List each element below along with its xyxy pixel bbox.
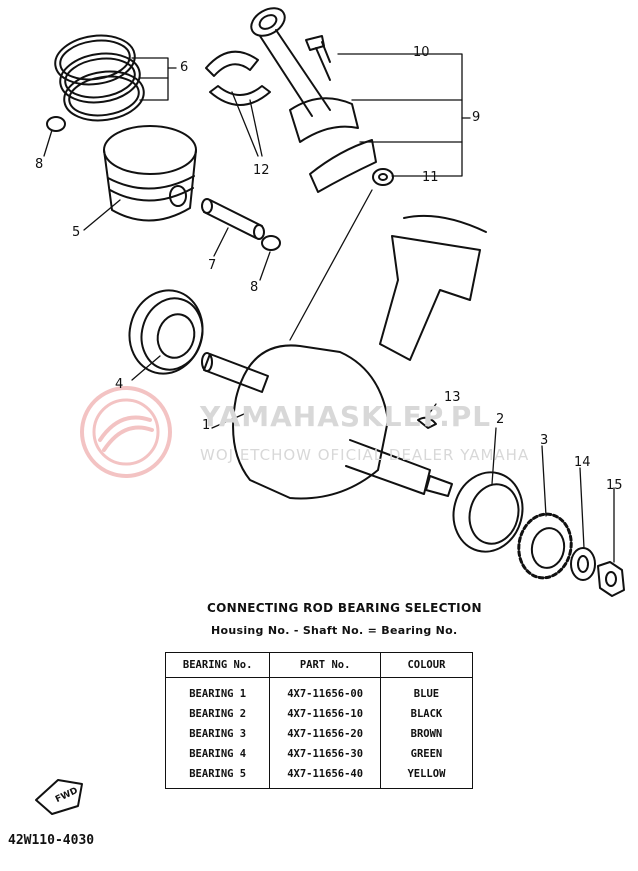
callout-8-lower: 8 — [250, 280, 259, 295]
crankshaft — [201, 214, 487, 500]
callout-1: 1 — [202, 418, 211, 433]
cell-part: 4X7-11656-20 — [269, 724, 381, 744]
rod-nut — [372, 168, 394, 186]
bearing-right — [452, 471, 524, 553]
rod-bolt — [305, 35, 331, 81]
bearing-table: BEARING No. PART No. COLOUR BEARING 1 4X… — [164, 652, 474, 789]
header-colour: COLOUR — [379, 652, 474, 678]
callout-4: 4 — [115, 377, 124, 392]
cell-part: 4X7-11656-40 — [269, 764, 381, 789]
connecting-rod — [250, 7, 377, 193]
callout-15: 15 — [606, 478, 623, 493]
bearing-left — [128, 289, 204, 375]
fwd-arrow-icon — [35, 779, 83, 815]
cell-colour: BLUE — [379, 677, 474, 704]
circlip-lower — [261, 235, 281, 251]
piston — [103, 125, 197, 222]
washer — [570, 547, 596, 581]
selection-title: CONNECTING ROD BEARING SELECTION — [207, 601, 482, 615]
callout-12: 12 — [253, 163, 270, 178]
callout-11: 11 — [422, 170, 439, 185]
callout-8-upper: 8 — [35, 157, 44, 172]
primary-gear — [517, 512, 573, 580]
cell-bearing: BEARING 5 — [164, 764, 271, 789]
table-row: BEARING 4 4X7-11656-30 GREEN — [164, 744, 474, 764]
cell-part: 4X7-11656-00 — [269, 677, 381, 704]
cell-colour: BLACK — [379, 704, 474, 724]
cell-colour: GREEN — [379, 744, 474, 764]
callout-10: 10 — [413, 45, 430, 60]
reference-code: 42W110-4030 — [8, 833, 95, 848]
watermark-text-sub: WOJ ETCHOW OFICIAL DEALER YAMAHA — [200, 446, 530, 464]
fwd-label: FWD — [54, 786, 80, 805]
selection-subtitle: Housing No. - Shaft No. = Bearing No. — [211, 624, 458, 637]
callout-6: 6 — [180, 60, 189, 75]
watermark-text-main: YAMAHASKLEP.PL — [200, 400, 492, 433]
shaft-nut — [597, 561, 625, 597]
table-header-row: BEARING No. PART No. COLOUR — [164, 652, 474, 678]
header-bearing-no: BEARING No. — [164, 652, 271, 678]
piston-rings — [54, 34, 145, 122]
callout-2: 2 — [496, 412, 505, 427]
cell-part: 4X7-11656-10 — [269, 704, 381, 724]
header-part-no: PART No. — [269, 652, 381, 678]
table-row: BEARING 2 4X7-11656-10 BLACK — [164, 704, 474, 724]
cell-bearing: BEARING 2 — [164, 704, 271, 724]
fwd-label-icon: FWD — [54, 786, 80, 805]
callout-7: 7 — [208, 258, 217, 273]
callout-9: 9 — [472, 110, 481, 125]
callout-13: 13 — [444, 390, 461, 405]
table-row: BEARING 3 4X7-11656-20 BROWN — [164, 724, 474, 744]
callout-14: 14 — [574, 455, 591, 470]
bearing-shells — [205, 50, 271, 106]
circlip-upper — [46, 116, 66, 132]
cell-bearing: BEARING 1 — [164, 677, 271, 704]
cell-bearing: BEARING 3 — [164, 724, 271, 744]
cell-bearing: BEARING 4 — [164, 744, 271, 764]
woodruff-key — [417, 416, 437, 429]
leader-lines — [43, 53, 615, 563]
piston-pin — [201, 198, 265, 240]
cell-part: 4X7-11656-30 — [269, 744, 381, 764]
cell-colour: YELLOW — [379, 764, 474, 789]
table-row: BEARING 5 4X7-11656-40 YELLOW — [164, 764, 474, 789]
watermark-logo — [80, 386, 172, 478]
table-row: BEARING 1 4X7-11656-00 BLUE — [164, 677, 474, 704]
cell-colour: BROWN — [379, 724, 474, 744]
callout-5: 5 — [72, 225, 81, 240]
callout-3: 3 — [540, 433, 549, 448]
